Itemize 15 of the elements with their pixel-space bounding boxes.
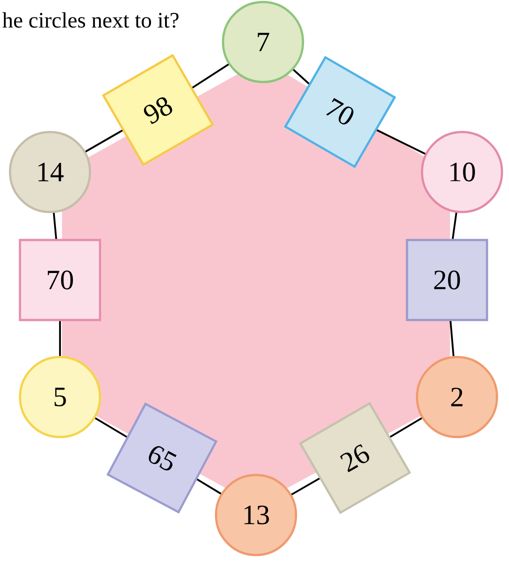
connector-line bbox=[52, 212, 58, 239]
connector-line bbox=[452, 212, 458, 240]
connector-line bbox=[196, 478, 222, 494]
connector-line bbox=[85, 130, 123, 152]
number-square: 20 bbox=[406, 238, 488, 322]
connector-line bbox=[390, 417, 422, 438]
connector-line bbox=[94, 417, 128, 438]
connector-line bbox=[292, 68, 310, 84]
connector-line bbox=[450, 321, 454, 356]
connector-line bbox=[192, 64, 229, 88]
connector-line bbox=[291, 478, 320, 496]
connector-line bbox=[376, 129, 426, 155]
connector-line bbox=[59, 321, 61, 356]
question-text: he circles next to it? bbox=[2, 12, 178, 28]
number-square: 70 bbox=[18, 238, 102, 322]
